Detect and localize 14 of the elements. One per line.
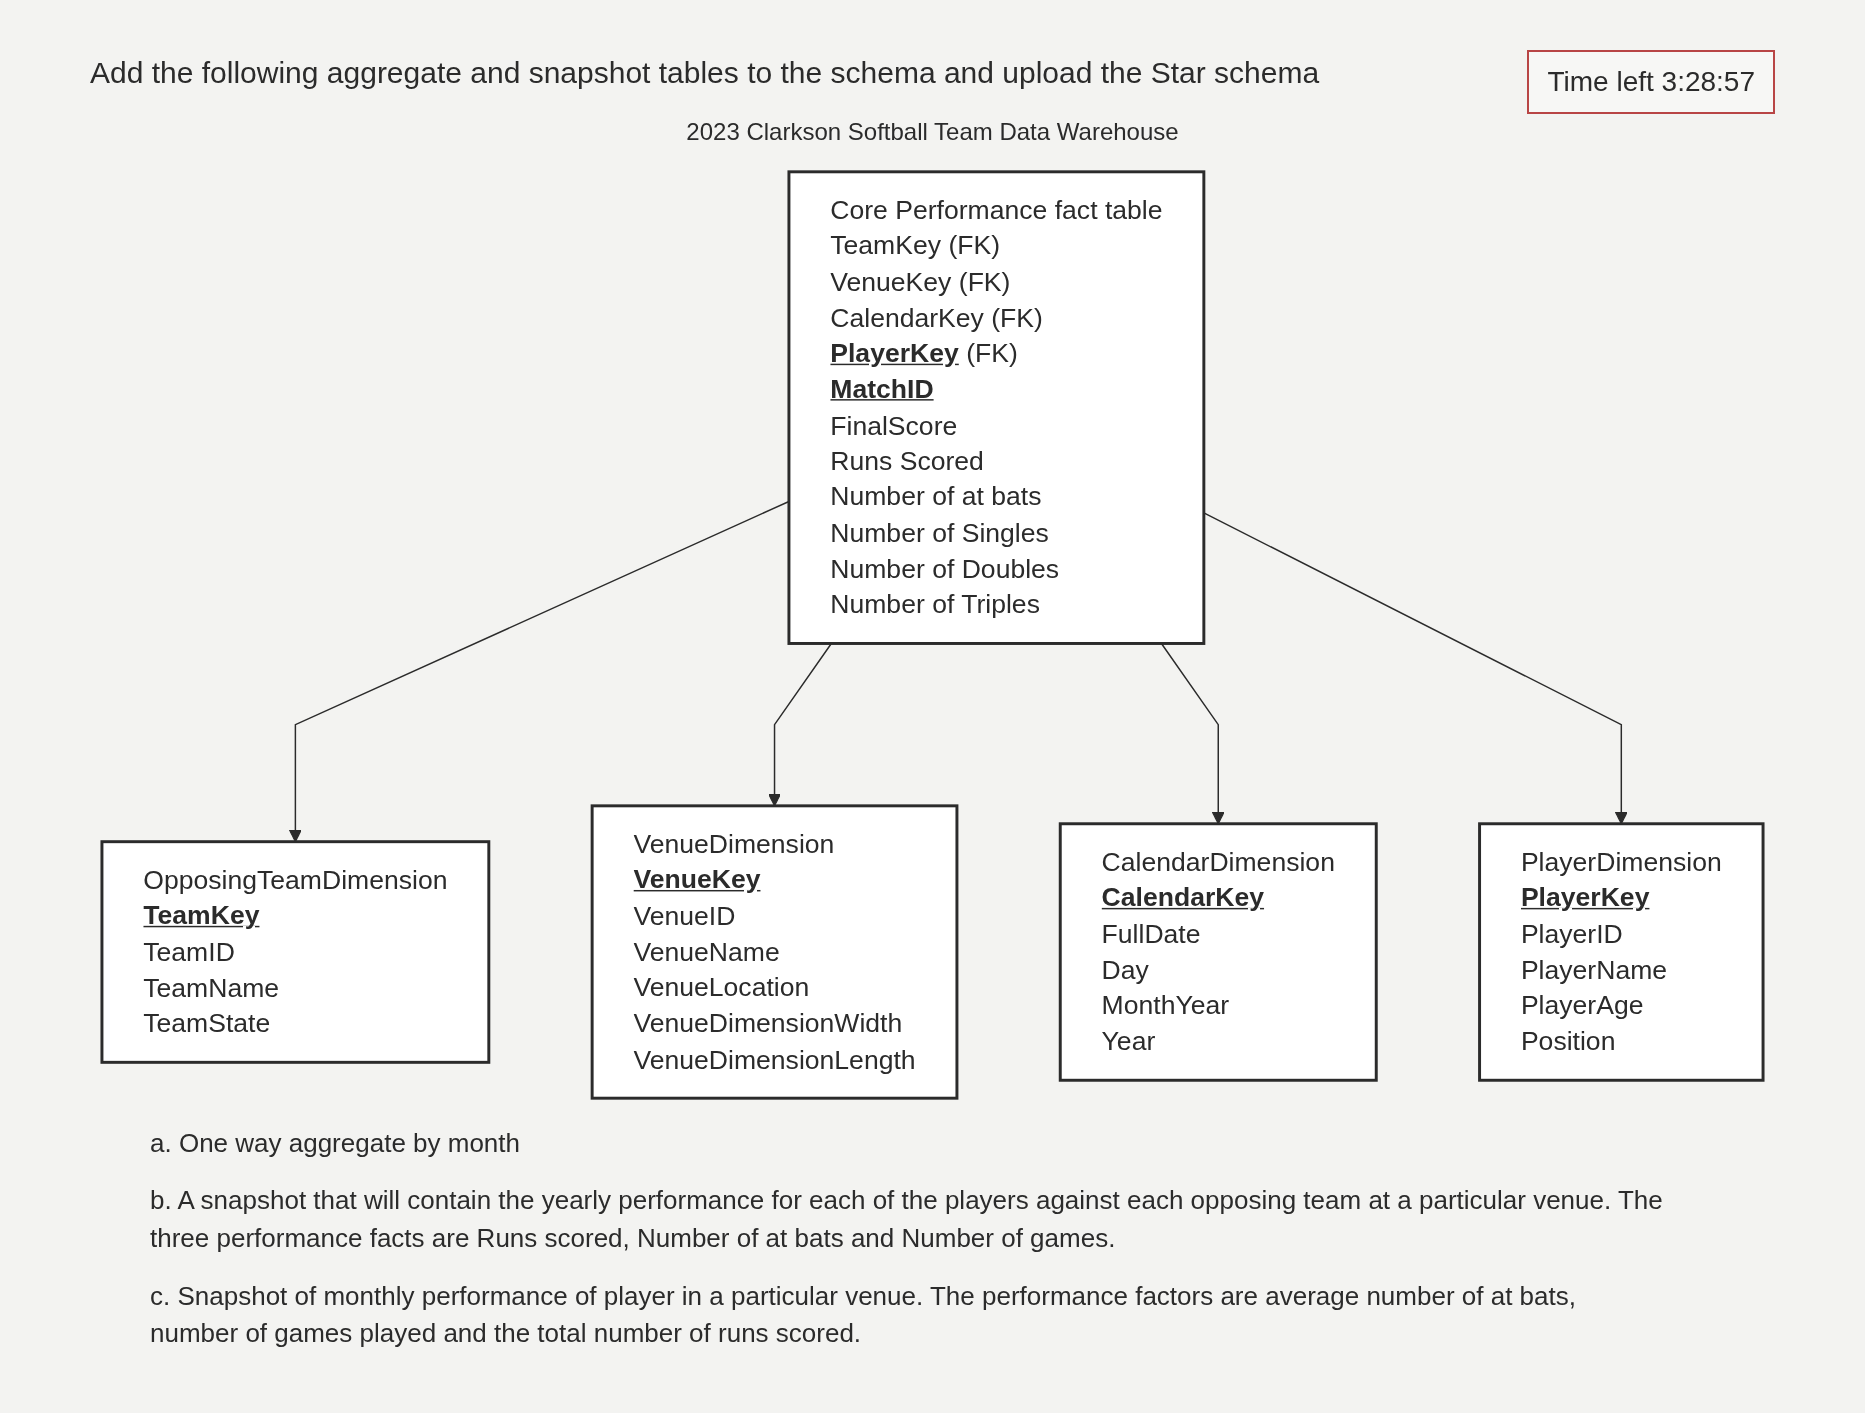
node-box: PlayerDimension PlayerKey PlayerID PlayerName PlayerAge Position xyxy=(1478,822,1765,1082)
task-note: b. A snapshot that will contain the yearly performance for each of the players against each opposing team at a particular venue. The three performance facts are Runs scored, Number of at bats and Number of games. xyxy=(150,1184,1664,1255)
task-note: a. One way aggregate by month xyxy=(150,1126,521,1160)
task-note: c. Snapshot of monthly performance of player in a particular venue. The performance factors are average number of at bats, number of games played and the total number of runs scored. xyxy=(150,1279,1577,1351)
node-box: VenueDimension VenueKey VenueID VenueName VenueLocation VenueDimensionWidth VenueDimensionLength xyxy=(590,804,959,1100)
diagram-title: 2023 Clarkson Softball Team Data Warehouse xyxy=(685,118,1180,146)
arrow xyxy=(1203,512,1628,825)
node-box: OpposingTeamDimension TeamKey TeamID TeamName TeamState xyxy=(100,840,491,1065)
instruction-text: Add the following aggregate and snapshot tables to the schema and upload the Star schema xyxy=(90,56,1320,90)
node-box: Core Performance fact table TeamKey (FK) VenueKey (FK) CalendarKey (FK) PlayerKey (FK) MatchID FinalScore Runs Scored Number of at bats Number of Singles Number of Doubles Number of Triples xyxy=(787,170,1206,646)
arrow xyxy=(768,643,833,807)
time-left-display: Time left 3:28:57 xyxy=(1527,50,1775,114)
node-box: CalendarDimension CalendarKey FullDate Day MonthYear Year xyxy=(1058,822,1378,1082)
arrow xyxy=(1160,643,1225,825)
